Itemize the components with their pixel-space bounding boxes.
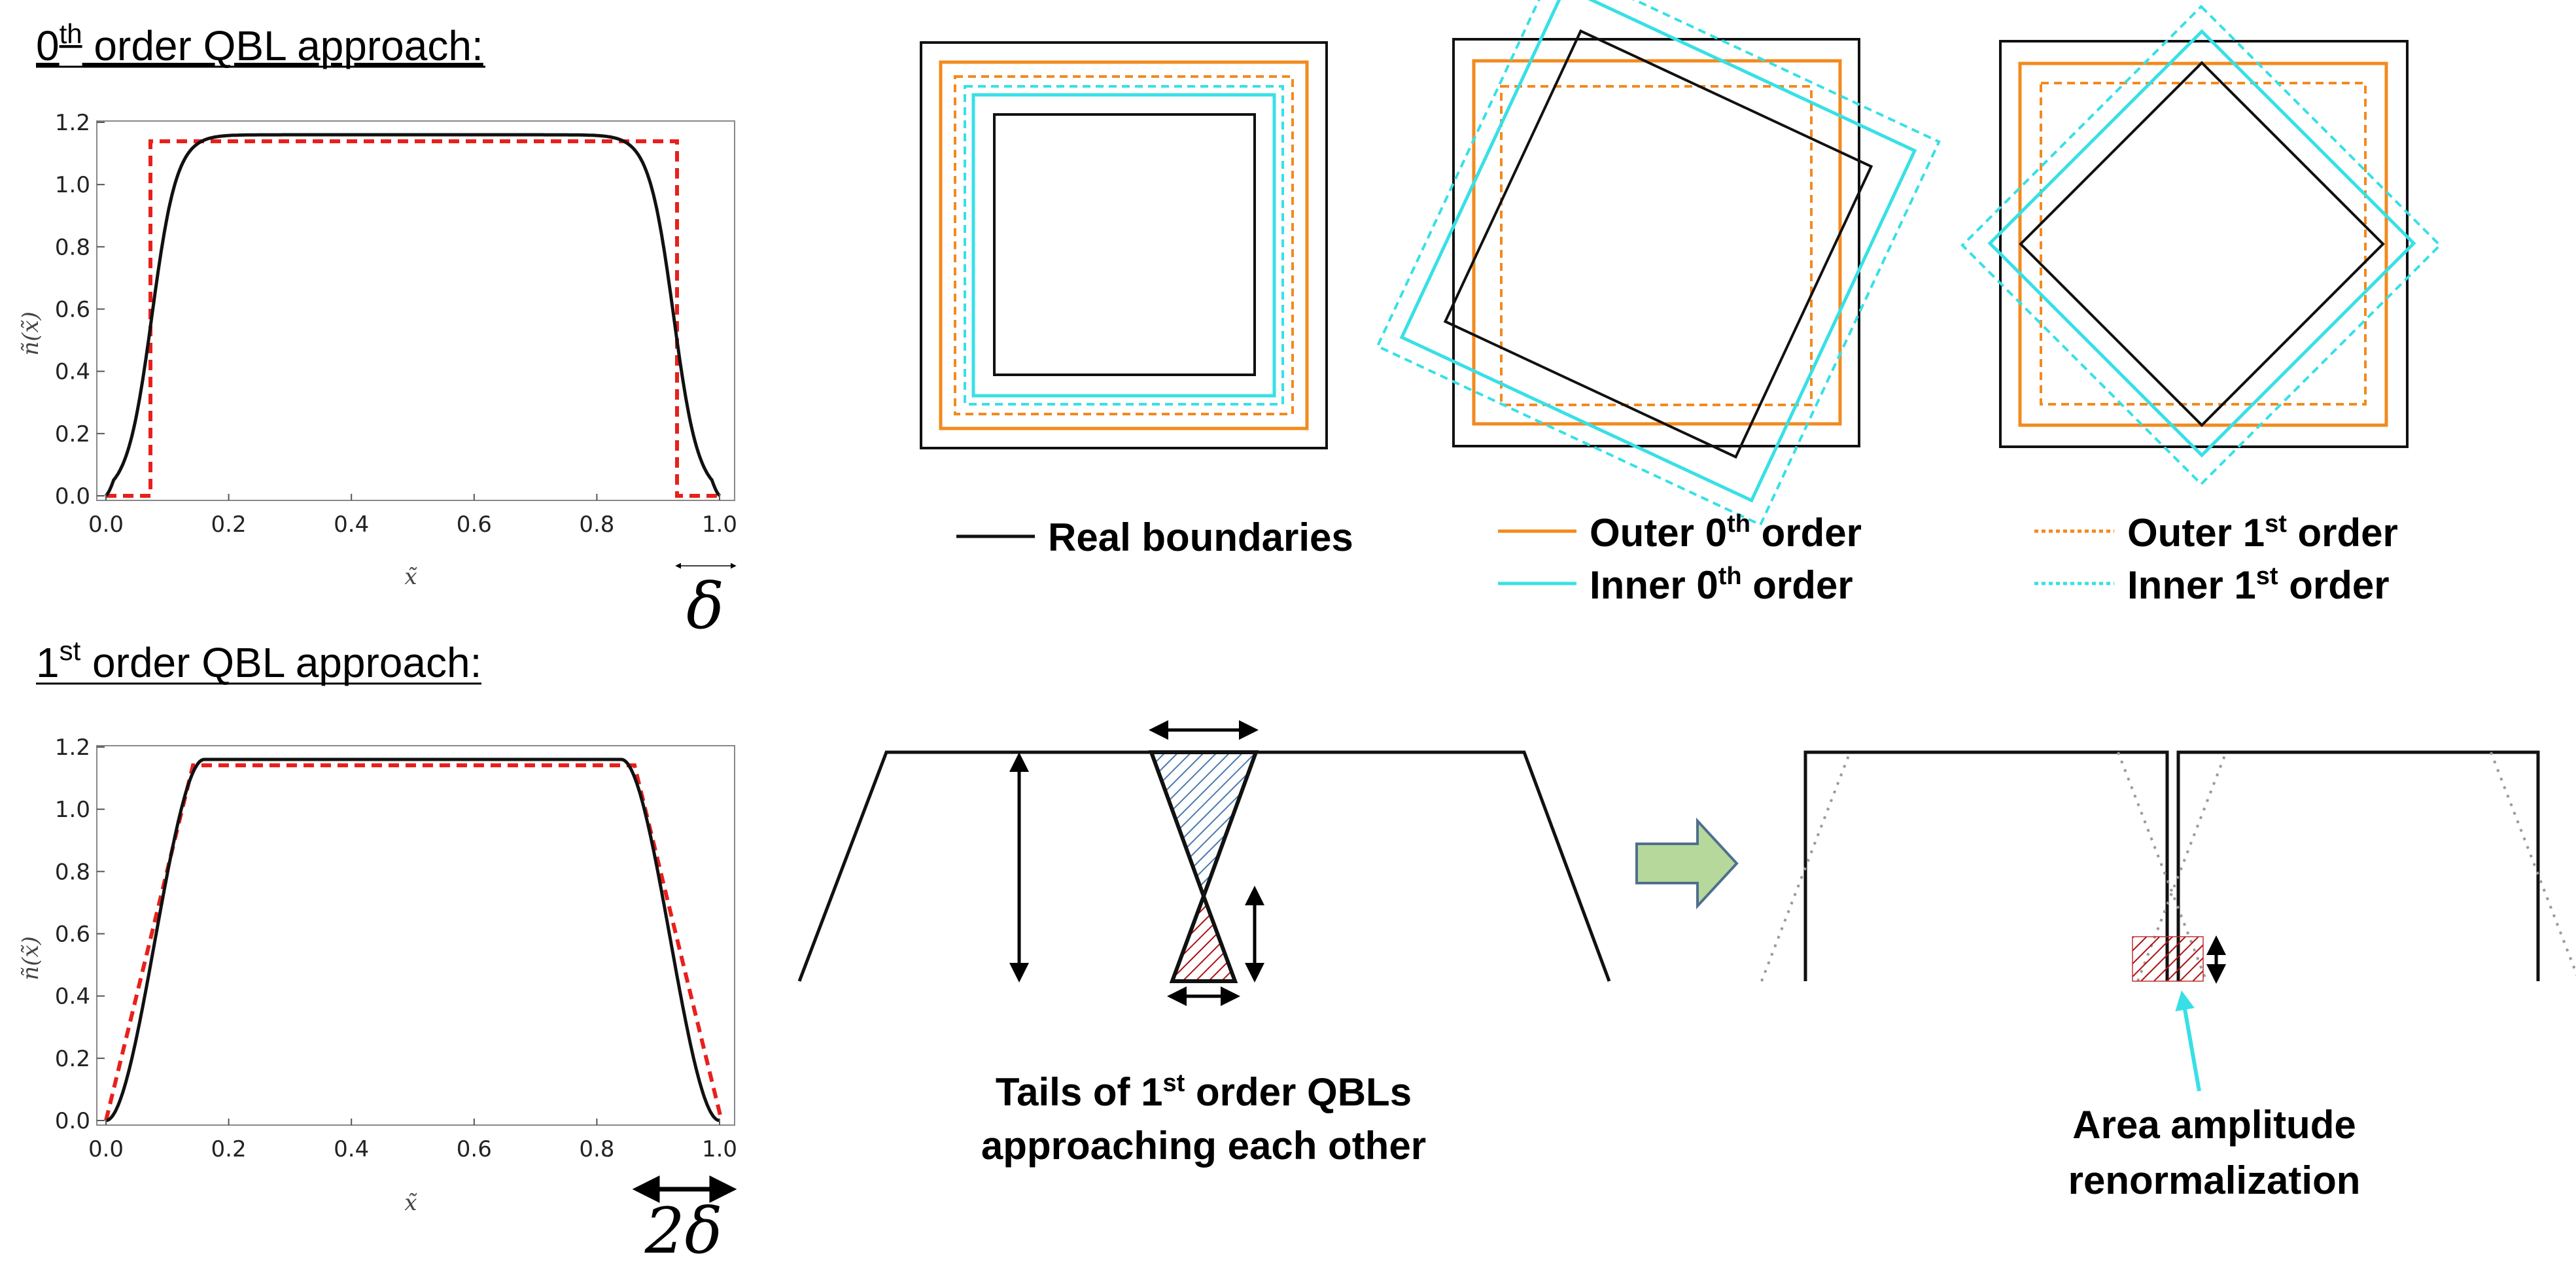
x-tick-label: 0.2	[211, 1136, 247, 1162]
real-boundary	[2019, 61, 2385, 427]
area-caption-line1: Area amplitude	[2072, 1103, 2356, 1147]
diamond-square-diagram	[1960, 5, 2442, 486]
x-tick-label: 0.8	[579, 512, 614, 538]
zeroth-order-heading: 0th order QBL approach:	[36, 18, 483, 69]
x-axis-label: x̃	[404, 564, 417, 590]
right-ramp-guide	[2490, 752, 2576, 977]
x-tick-label: 0.6	[457, 1136, 492, 1162]
right-step-profile	[2176, 750, 2540, 981]
renormalization-diagram: Area amplitude renormalization	[1760, 750, 2576, 1202]
legend: Real boundaries Outer 0th order Inner 0t…	[956, 510, 2398, 607]
plot-frame	[96, 120, 735, 501]
y-tick-label: 0.6	[55, 297, 90, 323]
inner-1st-boundary	[1376, 0, 1941, 527]
outer-frame	[1452, 38, 1860, 447]
x-tick-label: 0.8	[579, 1136, 614, 1162]
x-tick-label: 1.0	[702, 512, 737, 538]
real-boundary	[993, 113, 1256, 376]
y-tick-label: 1.0	[55, 797, 90, 823]
outer-frame	[1999, 40, 2409, 448]
legend-inner-1st-label: Inner 1st order	[2127, 563, 2390, 607]
y-tick-label: 0.2	[55, 1046, 90, 1072]
legend-outer-0th-label: Outer 0th order	[1590, 510, 1862, 555]
y-tick-label: 1.2	[55, 110, 90, 136]
inner-1st-boundary	[964, 85, 1284, 406]
x-tick-label: 0.6	[457, 512, 492, 538]
y-tick-label: 0.0	[55, 483, 90, 510]
outer-1st-boundary	[954, 75, 1294, 415]
x-tick-label: 0.4	[334, 1136, 369, 1162]
red-hatched-tail-overlap	[1169, 890, 1238, 983]
delta-label: δ	[686, 570, 724, 643]
blue-hatched-tail-overlap	[1148, 750, 1259, 902]
outer-1st-boundary	[2040, 82, 2367, 406]
area-caption-line2: renormalization	[2068, 1158, 2361, 1202]
outer-0th-boundary	[2018, 61, 2388, 427]
x-tick-label: 0.4	[334, 512, 369, 538]
smooth-density-curve	[105, 757, 720, 1122]
x-tick-label: 1.0	[702, 1136, 737, 1162]
y-axis-label: ñ(x̃)	[18, 311, 44, 356]
outer-1st-boundary	[1500, 85, 1813, 406]
x-tick-label: 0.0	[88, 1136, 124, 1162]
legend-real-label: Real boundaries	[1048, 515, 1353, 559]
plot-frame	[96, 745, 735, 1126]
outer-0th-boundary	[1472, 59, 1842, 426]
two-delta-label: 2δ	[644, 1194, 723, 1268]
inner-1st-boundary	[1960, 5, 2442, 486]
y-tick-label: 0.4	[55, 984, 90, 1010]
transition-block-arrow	[1635, 817, 1739, 910]
outer-0th-boundary	[939, 60, 1309, 430]
real-boundary	[1443, 29, 1873, 459]
red-ramp-profile	[104, 763, 723, 1121]
inner-0th-boundary	[1987, 29, 2416, 458]
cyan-pointer-arrow	[2175, 990, 2201, 1092]
legend-inner-0th-label: Inner 0th order	[1590, 563, 1853, 607]
red-step-profile	[106, 139, 720, 498]
renormalized-area-block	[2132, 936, 2204, 982]
y-tick-label: 1.2	[55, 735, 90, 761]
y-tick-label: 0.8	[55, 859, 90, 885]
y-tick-label: 0.2	[55, 421, 90, 447]
tilted-square-diagram	[1376, 0, 1941, 527]
smooth-density-curve	[104, 133, 722, 497]
aligned-square-diagram	[920, 41, 1328, 449]
first-order-heading: 1st order QBL approach:	[36, 635, 481, 686]
qbl-tails-diagram: Tails of 1st order QBLs approaching each…	[797, 720, 1611, 1168]
x-axis-label: x̃	[404, 1190, 417, 1216]
x-tick-label: 0.0	[88, 512, 124, 538]
left-step-profile	[1803, 750, 2169, 981]
tails-caption-line2: approaching each other	[981, 1124, 1426, 1168]
y-tick-label: 0.0	[55, 1108, 90, 1134]
inner-0th-boundary	[1399, 0, 1917, 503]
y-tick-label: 0.6	[55, 922, 90, 948]
tails-caption-line1: Tails of 1st order QBLs	[996, 1069, 1412, 1114]
outer-frame	[920, 41, 1328, 449]
y-axis-label: ñ(x̃)	[18, 936, 44, 981]
inner-0th-boundary	[971, 93, 1276, 398]
x-tick-label: 0.2	[211, 512, 247, 538]
y-tick-label: 1.0	[55, 172, 90, 198]
y-tick-label: 0.4	[55, 359, 90, 385]
y-tick-label: 0.8	[55, 234, 90, 260]
legend-outer-1st-label: Outer 1st order	[2127, 510, 2398, 555]
